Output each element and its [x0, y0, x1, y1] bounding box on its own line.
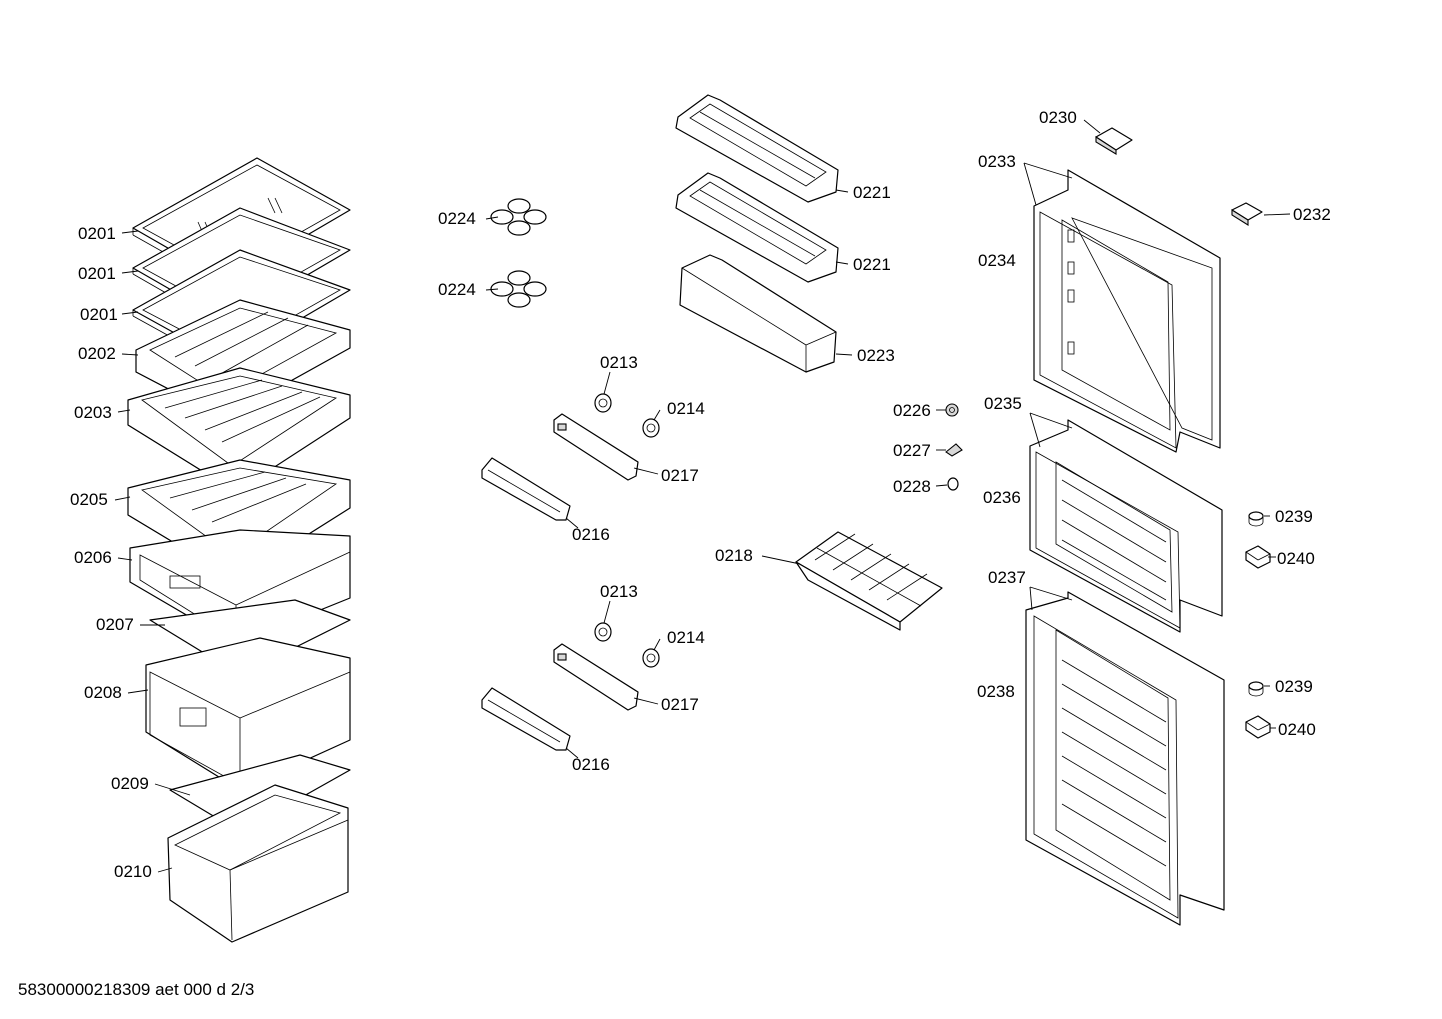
egg-tray-0224-bottom — [490, 270, 547, 308]
door-upper-0234 — [1033, 169, 1221, 453]
document-reference: 58300000218309 aet 000 d 2/3 — [18, 980, 255, 999]
label-0205: 0205 — [70, 490, 108, 509]
label-0224-b: 0224 — [438, 280, 476, 299]
drawer-0208 — [145, 637, 351, 791]
leaders-left — [114, 230, 191, 873]
label-0223: 0223 — [857, 346, 895, 365]
door-bin-0221-middle — [675, 172, 839, 283]
part-0240-b — [1245, 715, 1271, 739]
label-0236: 0236 — [983, 488, 1021, 507]
part-0230 — [1095, 127, 1133, 155]
part-0227 — [945, 443, 963, 457]
rail-0217-b — [553, 643, 639, 711]
label-0237: 0237 — [988, 568, 1026, 587]
rail-0216-a — [481, 457, 571, 521]
label-0234: 0234 — [978, 251, 1016, 270]
label-0214-b: 0214 — [667, 628, 705, 647]
label-0214-a: 0214 — [667, 399, 705, 418]
label-0201-c: 0201 — [80, 305, 118, 324]
label-0216-a: 0216 — [572, 525, 610, 544]
label-0213-a: 0213 — [600, 353, 638, 372]
label-0228: 0228 — [893, 477, 931, 496]
label-0201-a: 0201 — [78, 224, 116, 243]
label-0232: 0232 — [1293, 205, 1331, 224]
label-0210: 0210 — [114, 862, 152, 881]
label-0203: 0203 — [74, 403, 112, 422]
label-0239-a: 0239 — [1275, 507, 1313, 526]
ice-tray-0218 — [795, 531, 943, 631]
label-0218: 0218 — [715, 546, 753, 565]
knob-0213-a — [594, 393, 612, 413]
label-0227: 0227 — [893, 441, 931, 460]
part-0240-a — [1245, 545, 1271, 569]
door-bin-0223 — [679, 254, 837, 373]
knob-0213-b — [594, 622, 612, 642]
part-0226 — [945, 403, 959, 417]
label-0235: 0235 — [984, 394, 1022, 413]
label-0226: 0226 — [893, 401, 931, 420]
label-0240-a: 0240 — [1277, 549, 1315, 568]
label-0206: 0206 — [74, 548, 112, 567]
leaders-center — [485, 189, 948, 759]
door-middle-0236 — [1029, 419, 1223, 633]
label-0209: 0209 — [111, 774, 149, 793]
label-0208: 0208 — [84, 683, 122, 702]
egg-tray-0224-top — [490, 198, 547, 236]
label-0221-b: 0221 — [853, 255, 891, 274]
label-0216-b: 0216 — [572, 755, 610, 774]
label-0217-a: 0217 — [661, 466, 699, 485]
drawer-0210 — [167, 784, 349, 943]
part-0228 — [947, 477, 959, 491]
rail-0217-a — [553, 413, 639, 481]
label-0217-b: 0217 — [661, 695, 699, 714]
leaders-right — [1023, 119, 1291, 729]
knob-0214-b — [642, 648, 660, 668]
label-0230: 0230 — [1039, 108, 1077, 127]
door-lower-0238 — [1025, 591, 1225, 926]
label-0202: 0202 — [78, 344, 116, 363]
knob-0214-a — [642, 418, 660, 438]
tray-0203 — [127, 367, 351, 493]
rail-0216-b — [481, 687, 571, 751]
part-0239-a — [1248, 511, 1264, 527]
label-0213-b: 0213 — [600, 582, 638, 601]
label-0221-a: 0221 — [853, 183, 891, 202]
label-0240-b: 0240 — [1278, 720, 1316, 739]
door-bin-0221-top — [675, 94, 839, 203]
label-0233: 0233 — [978, 152, 1016, 171]
tray-0205 — [127, 459, 351, 581]
label-0239-b: 0239 — [1275, 677, 1313, 696]
label-0201-b: 0201 — [78, 264, 116, 283]
label-0207: 0207 — [96, 615, 134, 634]
part-0239-b — [1248, 681, 1264, 697]
label-0238: 0238 — [977, 682, 1015, 701]
part-0232 — [1231, 202, 1263, 226]
label-0224-a: 0224 — [438, 209, 476, 228]
